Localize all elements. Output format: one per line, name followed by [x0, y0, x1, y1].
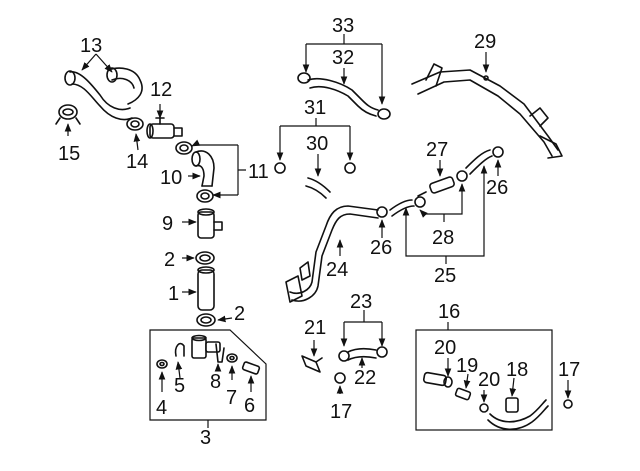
callout-17-middle: 17	[330, 401, 352, 423]
callout-18: 18	[506, 359, 528, 381]
box-16-outline	[415, 329, 553, 431]
part-17-clip-middle	[334, 372, 346, 384]
box-3-outline	[149, 329, 267, 421]
callout-17-right: 17	[558, 359, 580, 381]
part-32-pipe	[297, 72, 391, 120]
callout-4: 4	[156, 397, 167, 419]
callout-28: 28	[432, 227, 454, 249]
callout-20-left: 20	[434, 337, 456, 359]
callout-24: 24	[326, 259, 348, 281]
part-2-clamp-upper	[195, 251, 215, 265]
callout-27: 27	[426, 139, 448, 161]
callout-21: 21	[304, 317, 326, 339]
part-27-valve	[417, 176, 455, 197]
part-2-clamp-lower	[196, 313, 216, 327]
callout-26-right: 26	[486, 177, 508, 199]
part-1-pipe	[197, 266, 215, 311]
part-30-hose	[305, 177, 331, 199]
callout-2-upper: 2	[164, 249, 175, 271]
box-3-parts	[156, 334, 261, 375]
callout-19: 19	[456, 355, 478, 377]
callout-25: 25	[434, 265, 456, 287]
callout-31: 31	[304, 97, 326, 119]
callout-16: 16	[438, 301, 460, 323]
callout-30: 30	[306, 133, 328, 155]
callout-10: 10	[160, 167, 182, 189]
part-24-pipe-assembly	[285, 205, 388, 303]
callout-23: 23	[350, 291, 372, 313]
callout-26-middle: 26	[370, 237, 392, 259]
callout-8: 8	[210, 371, 221, 393]
part-9-connector	[197, 208, 223, 239]
callout-20-right: 20	[478, 369, 500, 391]
callout-3: 3	[200, 427, 211, 449]
callout-11: 11	[248, 161, 269, 183]
callout-15: 15	[58, 143, 80, 165]
callout-13: 13	[80, 35, 102, 57]
part-25-hoses	[389, 149, 493, 217]
part-21-fitting	[301, 355, 323, 373]
part-15-clamp	[55, 104, 81, 125]
callout-9: 9	[162, 213, 173, 235]
part-31-clamps	[274, 162, 356, 174]
callout-12: 12	[150, 79, 172, 101]
box-16-parts	[422, 371, 549, 431]
callout-2-lower: 2	[234, 303, 245, 325]
callout-14: 14	[126, 151, 148, 173]
part-26-clamp-right	[492, 146, 504, 158]
callout-5: 5	[174, 375, 185, 397]
callout-7: 7	[226, 387, 237, 409]
callout-33: 33	[332, 15, 354, 37]
part-12-fitting	[146, 117, 183, 139]
part-17-clip-right	[563, 399, 573, 409]
callout-22: 22	[354, 367, 376, 389]
part-22-hose	[338, 346, 388, 362]
callout-6: 6	[244, 395, 255, 417]
callout-29: 29	[474, 31, 496, 53]
callout-1: 1	[168, 283, 179, 305]
part-14-clamp	[126, 117, 144, 131]
part-10-elbow-hose	[191, 150, 215, 187]
part-11-clamps	[175, 141, 214, 203]
part-29-bracket	[411, 63, 563, 159]
callout-32: 32	[332, 47, 354, 69]
part-13-hose-assembly	[64, 67, 143, 121]
